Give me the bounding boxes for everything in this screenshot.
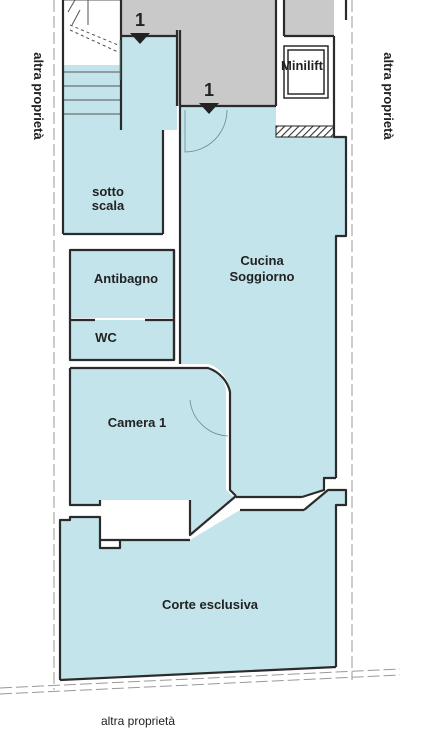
- neighbor-label-right: altra proprietà: [381, 52, 396, 140]
- level-marker-label: 1: [204, 80, 214, 100]
- camera-room: [70, 368, 234, 535]
- hatched-wall-segment: [275, 125, 335, 138]
- boundary-lines: [0, 0, 401, 695]
- neighbor-label-left: altra proprietà: [31, 52, 46, 140]
- room-label-sotto-scala: sotto: [92, 184, 124, 199]
- room-fills: [60, 36, 346, 680]
- wc-room: [70, 320, 174, 360]
- room-label-corte: Corte esclusiva: [162, 597, 259, 612]
- level-marker-1: 1: [130, 10, 150, 44]
- room-label-sotto-scala-2: scala: [92, 198, 125, 213]
- minilift-box: [283, 45, 329, 99]
- room-label-minilift: Minilift: [281, 58, 324, 73]
- level-marker-2: 1: [199, 80, 219, 114]
- level-marker-label: 1: [135, 10, 145, 30]
- room-label-wc: WC: [95, 330, 117, 345]
- room-label-camera: Camera 1: [108, 415, 167, 430]
- door-swings: [119, 40, 229, 437]
- antibagno-room: [70, 250, 174, 318]
- neighbor-label-bottom: altra proprietà: [101, 714, 175, 728]
- stair-landing: [121, 36, 177, 130]
- sotto-scala-room: [63, 130, 163, 234]
- room-label-soggiorno: Soggiorno: [230, 269, 295, 284]
- corte-room: [60, 490, 346, 680]
- staircase: [62, 0, 122, 131]
- room-label-antibagno: Antibagno: [94, 271, 158, 286]
- cucina-soggiorno-room: [180, 106, 346, 497]
- room-label-cucina: Cucina: [240, 253, 284, 268]
- walls: [58, 0, 348, 682]
